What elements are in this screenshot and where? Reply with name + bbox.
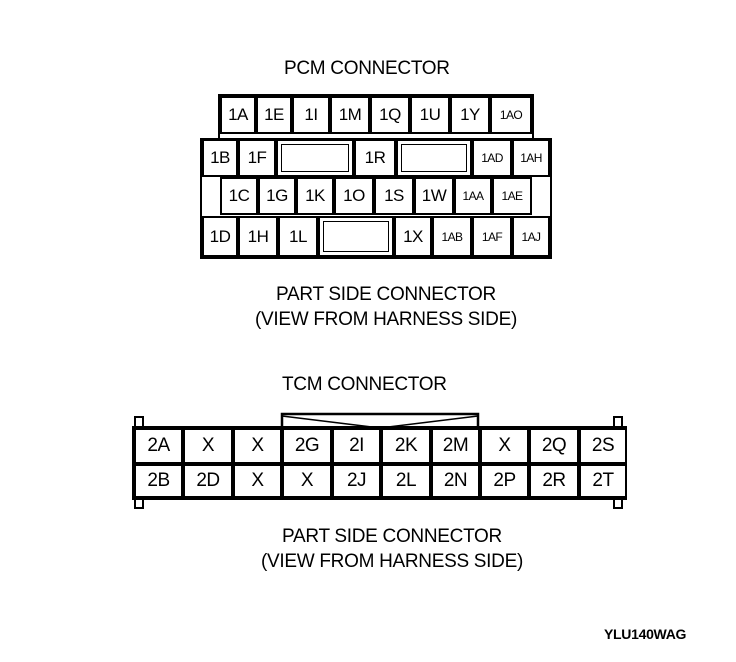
- pcm-pin-1ao: 1AO: [490, 96, 532, 134]
- pcm-pin-1aa: 1AA: [454, 177, 492, 215]
- pcm-pin-1a: 1A: [220, 96, 256, 134]
- pcm-pin-1d: 1D: [202, 216, 238, 257]
- pcm-pin-1ab: 1AB: [432, 216, 472, 257]
- pcm-pin-1x: 1X: [394, 216, 432, 257]
- pcm-pin-1s: 1S: [374, 177, 414, 215]
- pcm-caption: PART SIDE CONNECTOR (VIEW FROM HARNESS S…: [206, 282, 566, 332]
- tcm-pin-2d: 2D: [183, 464, 233, 498]
- pcm-blank-cavity: [318, 216, 394, 257]
- pcm-pin-1w: 1W: [414, 177, 454, 215]
- pcm-pin-1m: 1M: [330, 96, 370, 134]
- pcm-pin-1k: 1K: [296, 177, 334, 215]
- pcm-caption-line2: (VIEW FROM HARNESS SIDE): [255, 309, 517, 330]
- tcm-connector-title: TCM CONNECTOR: [282, 374, 447, 395]
- tcm-pin-2p: 2P: [480, 464, 529, 498]
- pcm-pin-1aj: 1AJ: [512, 216, 550, 257]
- tcm-pin-x: X: [183, 428, 233, 464]
- pcm-pin-1g: 1G: [258, 177, 296, 215]
- tcm-caption-line2: (VIEW FROM HARNESS SIDE): [261, 551, 523, 572]
- figure-id: YLU140WAG: [604, 626, 687, 642]
- tcm-pin-2n: 2N: [431, 464, 480, 498]
- tcm-pin-2t: 2T: [579, 464, 627, 498]
- pcm-pin-1e: 1E: [256, 96, 292, 134]
- pcm-pin-1c: 1C: [220, 177, 258, 215]
- pcm-pin-1af: 1AF: [472, 216, 512, 257]
- pcm-pin-1o: 1O: [334, 177, 374, 215]
- tcm-pin-2g: 2G: [282, 428, 332, 464]
- tcm-pin-x: X: [480, 428, 529, 464]
- pcm-pin-1l: 1L: [278, 216, 318, 257]
- tcm-pin-2a: 2A: [134, 428, 183, 464]
- tcm-pin-x: X: [282, 464, 332, 498]
- pcm-pin-1h: 1H: [238, 216, 278, 257]
- pcm-pin-1r: 1R: [354, 139, 396, 177]
- tcm-pin-2j: 2J: [332, 464, 381, 498]
- pcm-pin-1ad: 1AD: [472, 139, 512, 177]
- tcm-pin-2m: 2M: [431, 428, 480, 464]
- pcm-pin-1ah: 1AH: [512, 139, 550, 177]
- pcm-pin-1q: 1Q: [370, 96, 410, 134]
- pcm-pin-1y: 1Y: [450, 96, 490, 134]
- tcm-caption: PART SIDE CONNECTOR (VIEW FROM HARNESS S…: [212, 524, 572, 574]
- pcm-pin-1b: 1B: [202, 139, 238, 177]
- pcm-pin-1f: 1F: [238, 139, 276, 177]
- pcm-pin-1i: 1I: [292, 96, 330, 134]
- tcm-pin-2k: 2K: [381, 428, 431, 464]
- tcm-caption-line1: PART SIDE CONNECTOR: [282, 526, 502, 547]
- tcm-pin-x: X: [233, 464, 282, 498]
- pcm-caption-line1: PART SIDE CONNECTOR: [276, 284, 496, 305]
- pcm-blank-cavity: [276, 139, 354, 177]
- tcm-pin-2q: 2Q: [529, 428, 579, 464]
- pcm-pin-1ae: 1AE: [492, 177, 532, 215]
- pcm-blank-cavity: [396, 139, 472, 177]
- tcm-pin-2s: 2S: [579, 428, 627, 464]
- tcm-pin-2l: 2L: [381, 464, 431, 498]
- tcm-pin-2i: 2I: [332, 428, 381, 464]
- pcm-pin-1u: 1U: [410, 96, 450, 134]
- tcm-pin-2r: 2R: [529, 464, 579, 498]
- tcm-pin-x: X: [233, 428, 282, 464]
- tcm-pin-2b: 2B: [134, 464, 183, 498]
- pcm-connector-title: PCM CONNECTOR: [284, 58, 450, 79]
